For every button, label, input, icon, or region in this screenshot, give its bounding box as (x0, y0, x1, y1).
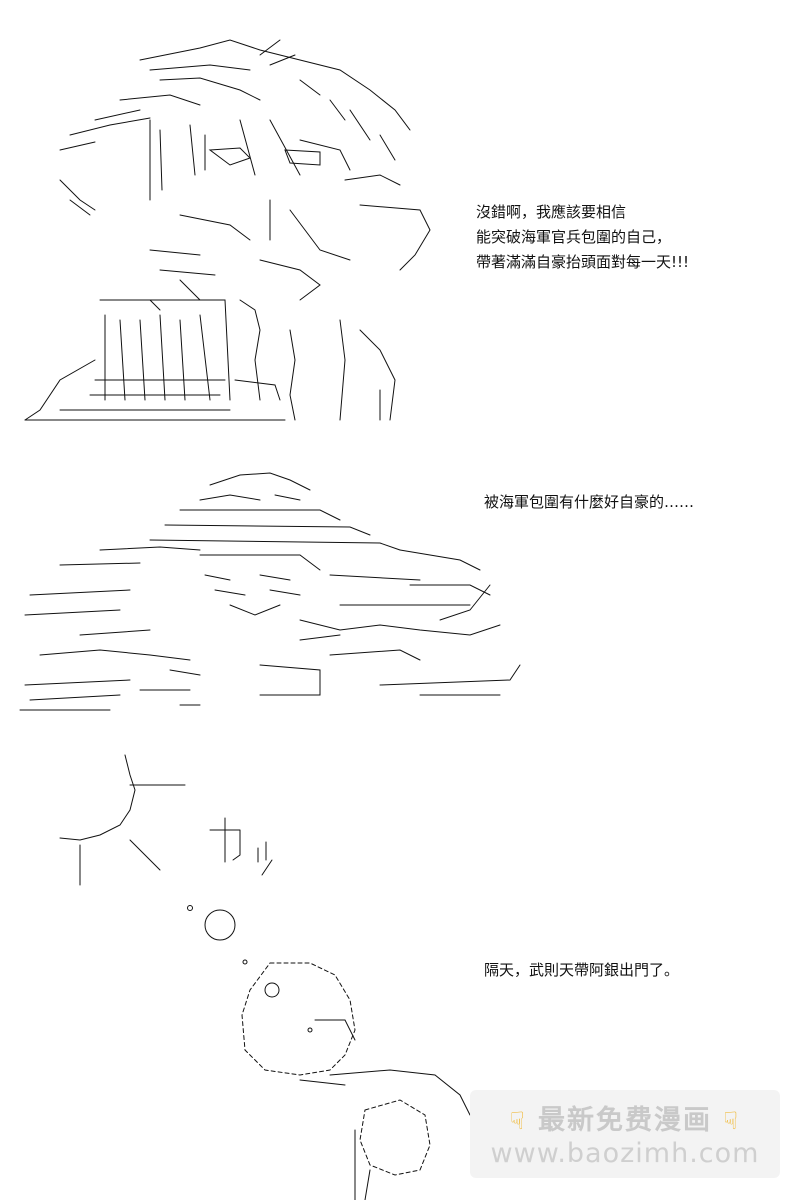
panel-3-ascii-art (59, 754, 471, 1200)
panel-2: 被海軍包圍有什麼好自豪的…… (0, 455, 800, 720)
pointing-down-hand-icon: ☟ (509, 1107, 527, 1135)
panel-1: 沒錯啊，我應該要相信 能突破海軍官兵包圍的自己， 帶著滿滿自豪抬頭面對每一天!!… (0, 0, 800, 440)
panel-2-dialog: 被海軍包圍有什麼好自豪的…… (484, 493, 695, 511)
panel-1-ascii-art (24, 39, 431, 421)
panel-3: 隔天，武則天帶阿銀出門了。 カッ (0, 730, 800, 1200)
panel-2-ascii-art (19, 472, 521, 711)
watermark-title: ☟ 最新免费漫画 ☟ (470, 1098, 780, 1137)
panel-1-dialog: 沒錯啊，我應該要相信 能突破海軍官兵包圍的自己， 帶著滿滿自豪抬頭面對每一天!!… (476, 203, 690, 271)
pointing-down-hand-icon: ☟ (723, 1107, 741, 1135)
watermark-title-text: 最新免费漫画 (538, 1105, 712, 1136)
watermark: ☟ 最新免费漫画 ☟ www.baozimh.com (470, 1090, 780, 1178)
panel-3-dialog: 隔天，武則天帶阿銀出門了。 (484, 961, 680, 979)
watermark-url: www.baozimh.com (490, 1138, 760, 1169)
